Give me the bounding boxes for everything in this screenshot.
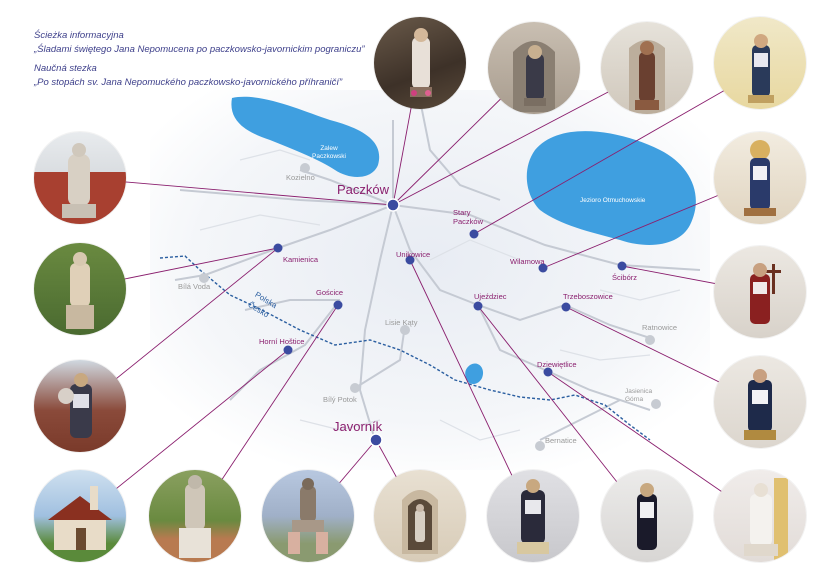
heading-pl-title: Ścieżka informacyjna <box>34 30 124 41</box>
photo-bottom-5 <box>487 470 579 562</box>
marker-paczkow <box>386 198 400 212</box>
label-lisie-katy: Lisie Kąty <box>385 318 418 327</box>
lake-jezioro-otmuchowskie <box>526 131 696 245</box>
marker-dziewietlice <box>543 367 553 377</box>
photo-top-1 <box>374 17 466 109</box>
statue-icon <box>58 373 92 438</box>
label-dziewietlice: Dziewiętlice <box>537 360 577 369</box>
statue-icon <box>744 140 776 216</box>
marker-wilamowa <box>538 263 548 273</box>
statue-icon <box>66 252 94 329</box>
lake-zalew-paczkowski <box>231 96 380 177</box>
marker-stary-paczkow <box>469 229 479 239</box>
photo-bottom-2 <box>149 470 241 562</box>
marker-ujezdziec <box>473 301 483 311</box>
photo-right-1 <box>714 132 806 224</box>
statue-icon <box>288 478 328 554</box>
photo-top-4 <box>714 17 806 109</box>
lake-small <box>465 363 484 384</box>
label-unikowice: Unikowice <box>396 250 431 259</box>
photo-bottom-3 <box>262 470 354 562</box>
statue-icon <box>629 40 665 114</box>
photo-right-3 <box>714 356 806 448</box>
minor-roads <box>199 149 681 441</box>
statue-icon <box>744 478 788 562</box>
statue-icon <box>517 479 549 554</box>
marker-unikowice <box>405 255 415 265</box>
photo-bottom-4 <box>374 470 466 562</box>
label-bila-voda: Bílá Voda <box>178 282 211 291</box>
statue-icon <box>750 263 781 324</box>
photo-left-3 <box>34 360 126 452</box>
photo-bottom-7 <box>714 470 806 562</box>
niche-icon <box>402 490 438 554</box>
heading-pl-subtitle: „Śladami świętego Jana Nepomucena po pac… <box>34 44 365 55</box>
photo-bottom-1 <box>34 470 126 562</box>
label-jezioro-otmuchowskie: Jezioro Otmuchowskie <box>580 197 646 204</box>
photo-right-2 <box>714 246 806 338</box>
marker-sciborz <box>617 261 627 271</box>
statue-icon <box>410 28 432 97</box>
marker-javornik <box>369 433 383 447</box>
label-sciborz: Ścibórz <box>612 273 638 282</box>
label-ratnowice: Ratnowice <box>642 323 678 332</box>
photo-left-2 <box>34 243 126 335</box>
heading-cz-title: Naučná stezka <box>34 63 97 74</box>
label-zalew-paczkowski: Zalew Paczkowski <box>312 145 346 160</box>
photo-left-1 <box>34 132 126 224</box>
label-horni-hostice: Horní Hoštice <box>259 337 305 346</box>
trail-markers <box>273 198 627 447</box>
label-ujezdziec: Ujeździec <box>474 292 507 301</box>
chapel-icon <box>48 486 112 550</box>
statue-icon <box>34 143 126 224</box>
label-stary-paczkow: Stary Paczków <box>453 208 484 226</box>
marker-kamienica <box>273 243 283 253</box>
label-goscice: Gościce <box>316 288 344 297</box>
heading-cz-subtitle: „Po stopách sv. Jana Nepomuckého paczkow… <box>34 77 343 88</box>
label-wilamowa: Wilamowa <box>510 257 545 266</box>
marker-goscice <box>333 300 343 310</box>
photo-bottom-6 <box>601 470 693 562</box>
statue-icon <box>748 34 774 103</box>
statue-icon <box>513 41 555 112</box>
marker-horni-hostice <box>283 345 293 355</box>
statue-icon <box>744 369 776 440</box>
label-kozielno: Kozielno <box>286 173 315 182</box>
photo-top-2 <box>488 22 580 114</box>
label-bernatice: Bernatice <box>545 436 577 445</box>
label-trzeboszowice: Trzeboszowice <box>563 292 613 301</box>
label-javornik: Javorník <box>333 419 383 434</box>
grey-town-dots <box>199 163 661 451</box>
label-kamienica: Kamienica <box>283 255 319 264</box>
statue-icon <box>637 483 657 550</box>
label-paczkow: Paczków <box>337 182 390 197</box>
marker-trzeboszowice <box>561 302 571 312</box>
label-jasienica-gorna: Jasienica Górna <box>625 388 653 403</box>
statue-icon <box>179 475 211 558</box>
photo-top-3 <box>601 22 693 114</box>
label-bily-potok: Bílý Potok <box>323 395 357 404</box>
